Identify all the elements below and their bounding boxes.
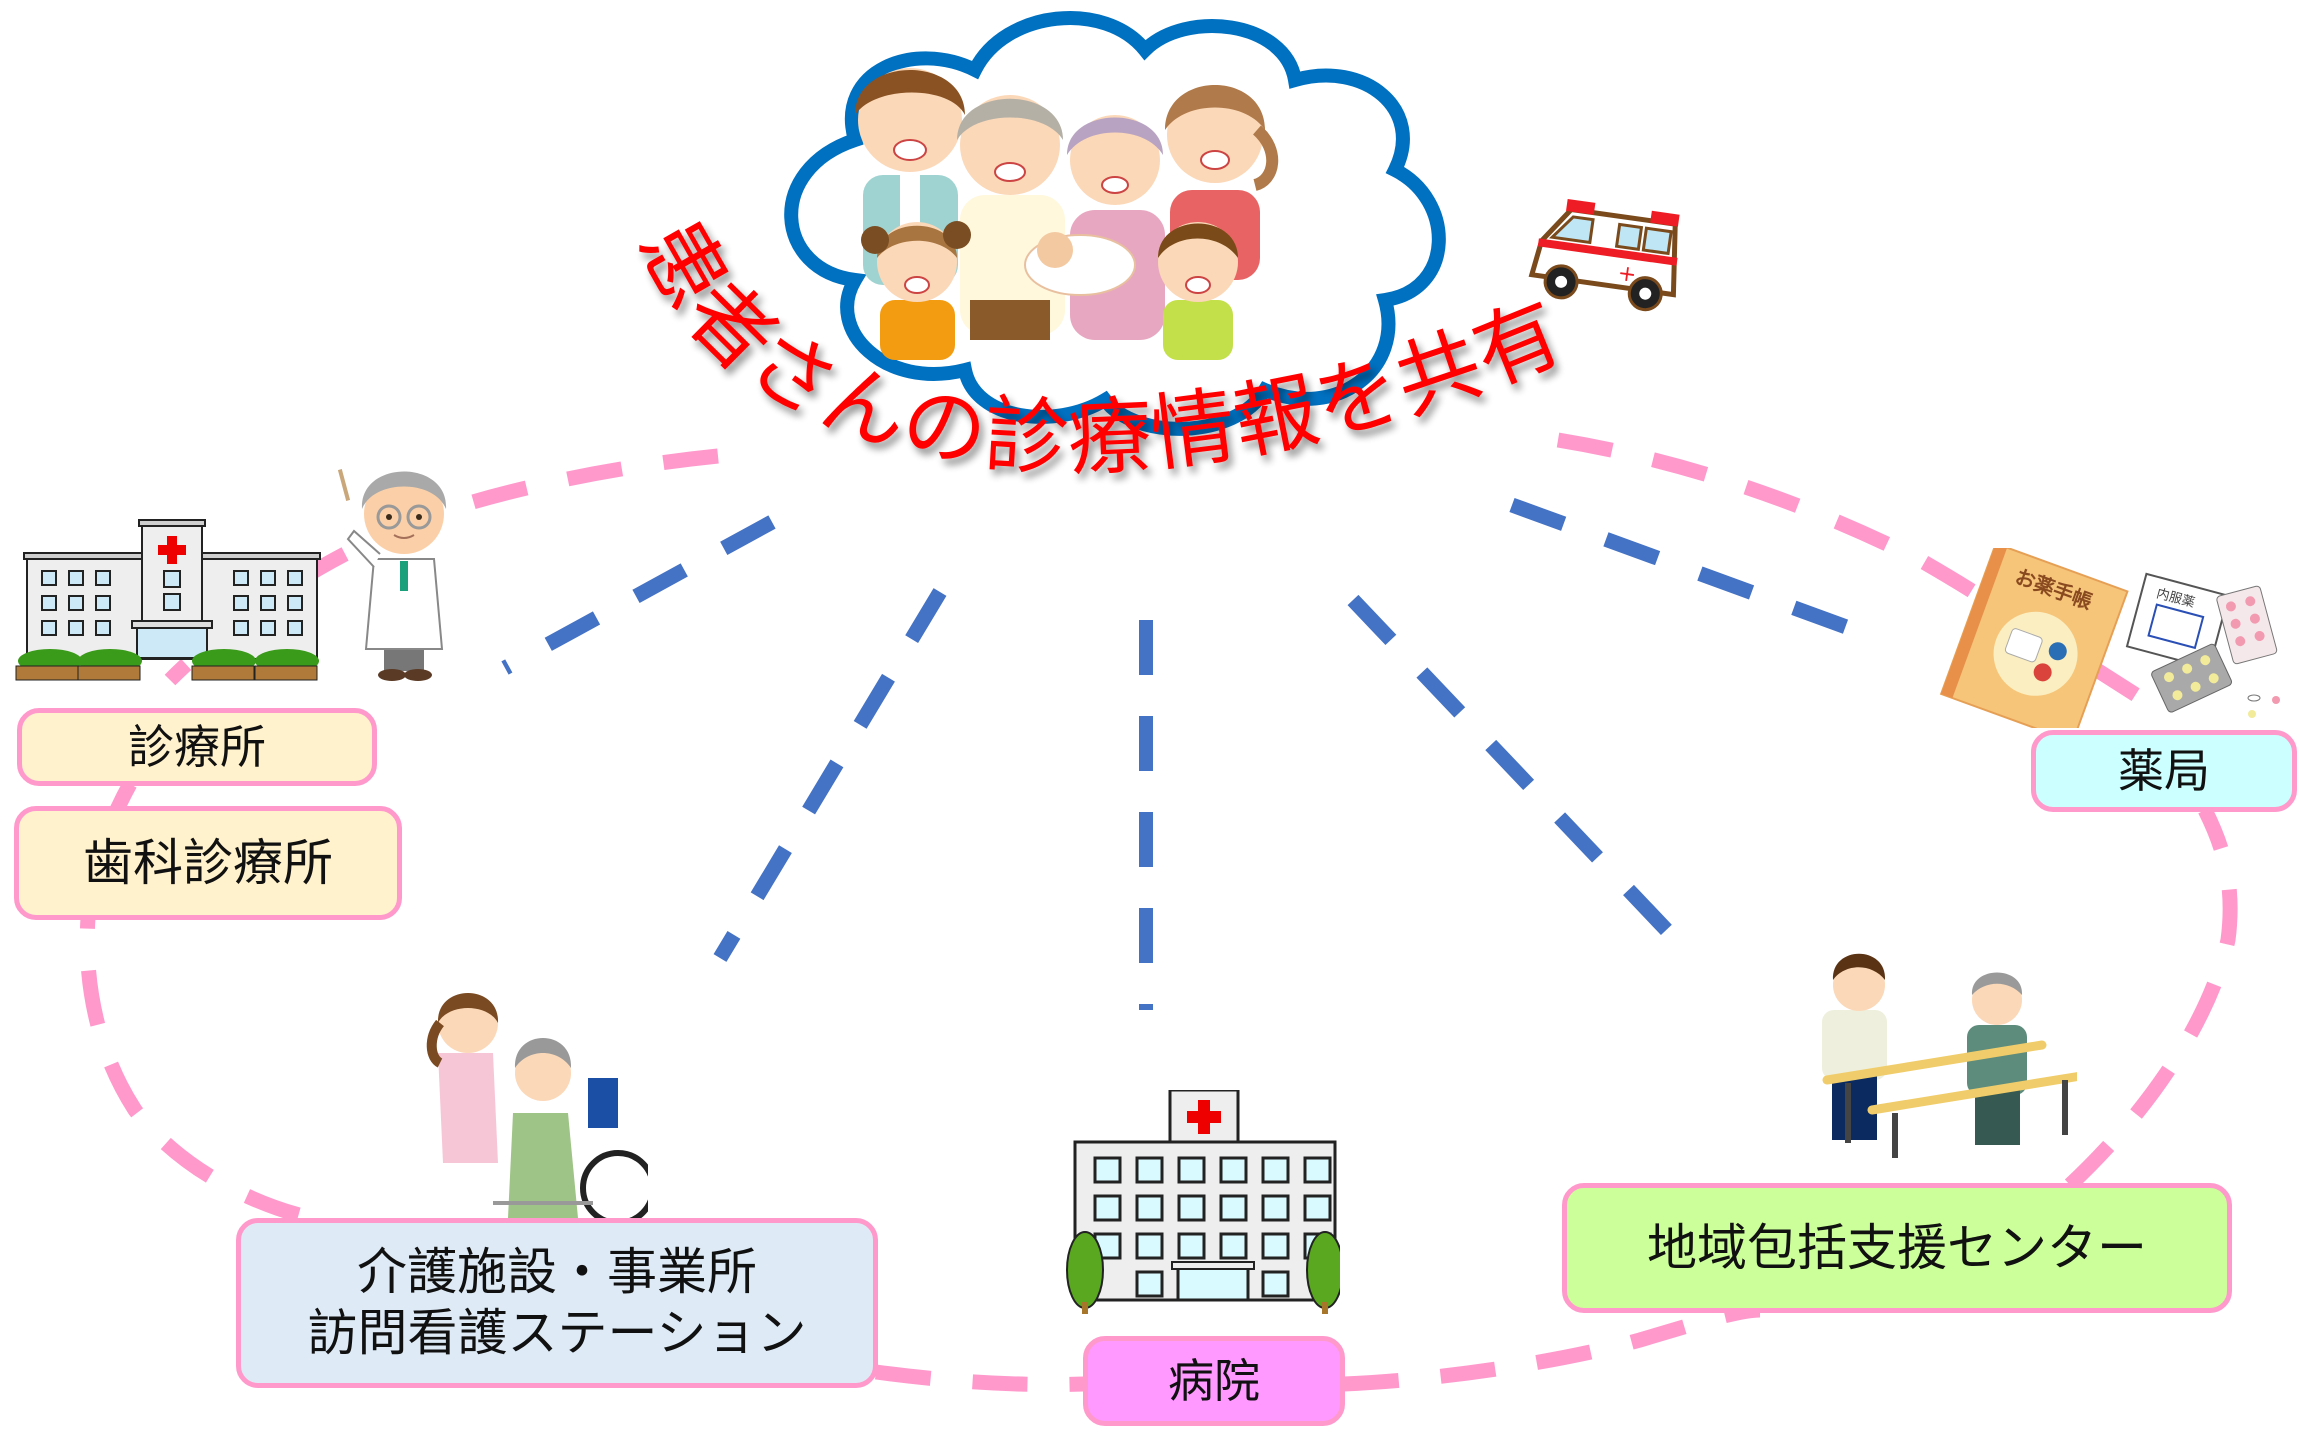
blue-link-clinic	[501, 515, 776, 675]
node-pharmacy-label: 薬局	[2118, 743, 2210, 798]
svg-text:+: +	[1616, 261, 1638, 288]
node-care-facility-label-line2: 訪問看護ステーション	[307, 1304, 807, 1362]
grandmother-figure	[1024, 115, 1165, 340]
node-hospital[interactable]: 病院	[1083, 1336, 1345, 1426]
patient-cloud	[784, 10, 1446, 436]
node-community-support-center[interactable]: 地域包括支援センター	[1562, 1183, 2232, 1313]
node-dental-clinic-label: 歯科診療所	[83, 833, 333, 892]
pink-ring-bottom-right	[1343, 1302, 1761, 1392]
blue-link-care	[713, 588, 947, 962]
grandfather-figure	[957, 95, 1065, 340]
node-clinic[interactable]: 診療所	[17, 708, 377, 786]
girl-figure	[861, 221, 971, 360]
wheelchair-care-icon	[426, 993, 648, 1223]
family-group-icon	[855, 68, 1279, 360]
page-title-text: 患者さんの診療情報を共有	[620, 203, 1574, 488]
node-clinic-label: 診療所	[128, 719, 266, 774]
pink-ring-top-right	[1556, 432, 2164, 717]
node-pharmacy[interactable]: 薬局	[2031, 730, 2297, 812]
page-title: 患者さんの診療情報を共有	[620, 203, 1576, 488]
medicine-notebook-icon: お薬手帳 内服薬	[1939, 548, 2280, 728]
hospital-building-icon	[1066, 1090, 1340, 1314]
node-care-facility-label-line1: 介護施設・事業所	[357, 1243, 757, 1301]
doctor-icon	[337, 469, 447, 681]
node-dental-clinic[interactable]: 歯科診療所	[14, 806, 402, 920]
title-arc: 患者さんの診療情報を共有	[620, 203, 1576, 488]
rehabilitation-icon	[1822, 953, 2077, 1158]
pink-ring-right	[2064, 806, 2238, 1191]
boy-figure	[1158, 222, 1238, 360]
blue-link-pharmacy	[1509, 497, 1885, 648]
pink-ring-bottom-left	[874, 1364, 1085, 1392]
clinic-building-icon	[15, 519, 321, 681]
node-community-support-center-label: 地域包括支援センター	[1647, 1218, 2147, 1277]
node-hospital-label: 病院	[1168, 1353, 1260, 1408]
node-care-facility[interactable]: 介護施設・事業所 訪問看護ステーション	[236, 1218, 878, 1388]
blue-link-community	[1347, 594, 1701, 966]
ambulance-icon: +	[1528, 198, 1680, 312]
